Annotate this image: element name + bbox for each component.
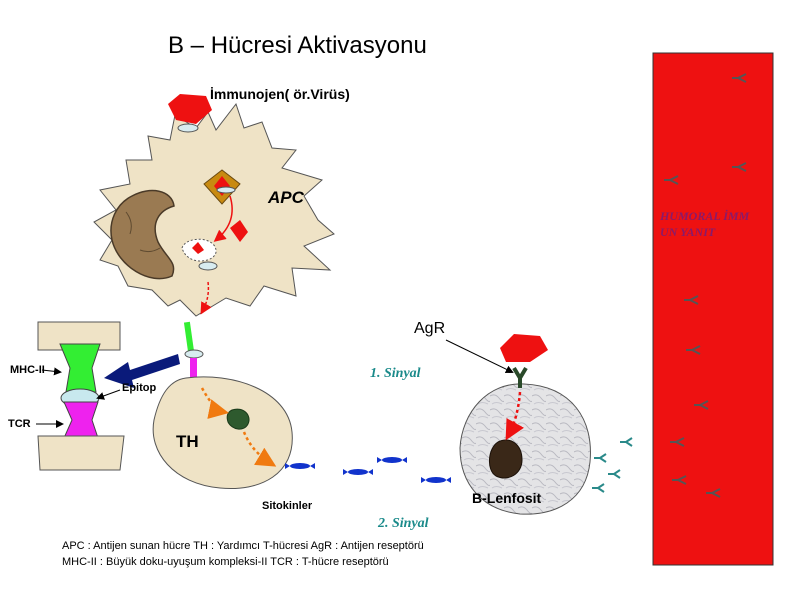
agr-label: AgR [414,320,446,337]
antigen-fragment [230,220,248,242]
th-cell [152,376,293,490]
antibody-icons-in-panel [664,73,747,498]
mhc-label: MHC-II [10,364,45,376]
zoom-inset-th [37,435,125,471]
b-cell-nucleus [489,439,523,479]
b-lymphocyte [459,383,591,515]
legend-line-1: APC : Antijen sunan hücre TH : Yardımcı … [62,540,424,552]
immunogen-label: İmmunojen( ör.Virüs) [210,86,350,102]
cytokines-label: Sitokinler [262,500,313,512]
tcr-label: TCR [8,418,31,430]
th-nucleus [226,408,250,430]
signal-2-label: 2. Sinyal [378,516,429,531]
apc-label: APC [268,188,304,207]
legend-line-2: MHC-II : Büyük doku-uyuşum kompleksi-II … [62,556,389,568]
released-antibody-icons [592,437,633,493]
antigen-on-receptor [500,334,548,362]
antigen-receptor [512,366,528,388]
zoom-arrow [104,354,180,388]
signal-1-label: 1. Sinyal [370,366,421,381]
humoral-response-panel [652,52,774,566]
zoom-inset-tcr [63,401,99,439]
immunogen-virus [168,94,212,124]
b-lymphocyte-label: B-Lenfosit [472,490,542,506]
zoom-inset-mhc [59,343,101,393]
humoral-response-label: HUMORAL İMMUN YANIT [660,209,750,239]
epitop-label: Epitop [122,382,157,394]
th-label: TH [176,432,199,451]
cytokine-icons [285,457,451,483]
diagram-title: B – Hücresi Aktivasyonu [168,32,427,59]
